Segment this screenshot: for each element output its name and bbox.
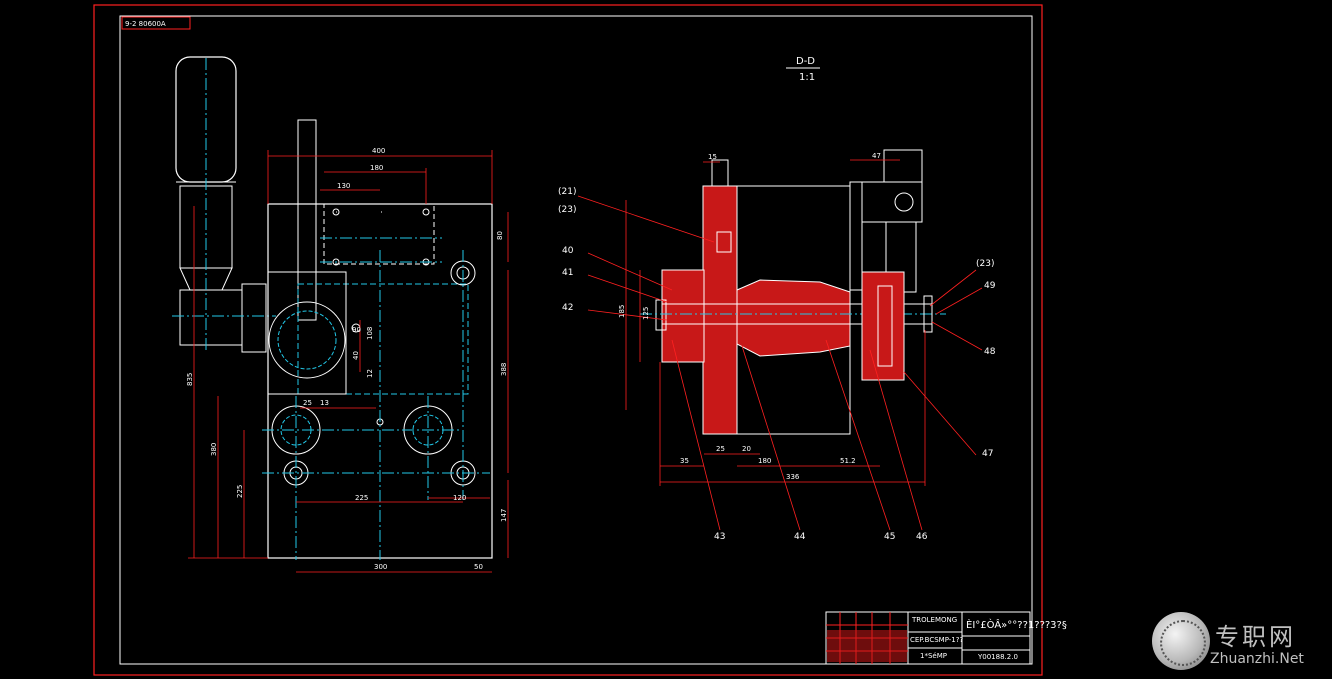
callout-40: 40	[562, 246, 574, 256]
disc-left	[703, 186, 737, 434]
callout-44: 44	[794, 532, 806, 542]
dim-300: 300	[374, 563, 387, 571]
tb-hatch-block	[827, 630, 907, 662]
tb-line2: CEP.BCSMP-1??	[910, 636, 963, 644]
dim-15: 15	[708, 153, 717, 161]
dim-25: 25	[303, 399, 312, 407]
bolt-2	[422, 208, 430, 216]
dim-47: 47	[872, 152, 881, 160]
callout-42: 42	[562, 303, 573, 313]
callout-49: 49	[984, 281, 996, 291]
dim-835: 835	[186, 373, 194, 386]
tb-line1: ÈI°£ÒÂ»°°??1???3?§	[966, 618, 1067, 631]
drum-frame	[736, 185, 851, 435]
dim-13: 13	[320, 399, 329, 407]
dim-50: 50	[474, 563, 483, 571]
handle-hub	[179, 289, 243, 346]
bolt-1	[332, 208, 340, 216]
drum-body	[737, 280, 850, 356]
dim-108: 108	[366, 327, 374, 340]
dim-180r: 180	[758, 457, 771, 465]
disc-left-lug	[716, 231, 732, 253]
dim-51-2: 51.2	[840, 457, 856, 465]
right-view: D-D 1:1	[558, 56, 996, 542]
gear-housing	[267, 271, 347, 395]
left-view: 400 180 130 80 90 13 25 12 108 40 835 38…	[172, 56, 509, 573]
dim-147: 147	[500, 509, 508, 522]
dim-90: 90	[352, 326, 361, 334]
dim-20: 20	[742, 445, 751, 453]
watermark-cn: 专职网	[1215, 623, 1296, 651]
disc-left-core	[711, 159, 729, 187]
pulley-right-outline	[861, 271, 905, 381]
dim-40: 40	[352, 351, 360, 360]
tb-drawing-no: Y00188.2.0	[977, 653, 1018, 661]
dim-12: 12	[366, 369, 374, 378]
title-block: TROLEMONG ÈI°£ÒÂ»°°??1???3?§ CEP.BCSMP-1…	[825, 611, 1067, 665]
watermark-en: Zhuanzhi.Net	[1210, 651, 1304, 667]
dim-180: 180	[370, 164, 383, 172]
dim-225h: 225	[355, 494, 368, 502]
inner-frame	[119, 15, 1033, 665]
callout-41: 41	[562, 268, 573, 278]
scale-label: 1:1	[799, 72, 815, 83]
pulley-right	[862, 272, 904, 380]
dim-225v: 225	[236, 485, 244, 498]
bolt-3	[332, 258, 340, 266]
dim-185: 185	[618, 305, 626, 318]
outer-frame	[93, 4, 1043, 676]
hub-left	[662, 270, 704, 362]
stamp-box	[121, 16, 191, 30]
callout-21: (21)	[558, 187, 576, 197]
dim-400: 400	[372, 147, 385, 155]
tb-sub: 1*SéMP	[920, 652, 947, 660]
slot-box	[297, 283, 469, 395]
dim-336: 336	[786, 473, 800, 481]
callout-46: 46	[916, 532, 928, 542]
dim-125: 125	[642, 307, 650, 320]
vertical-rod	[297, 119, 317, 321]
stamp-code: 9-2 80600A	[125, 20, 166, 28]
dim-380: 380	[210, 443, 218, 456]
tb-company: TROLEMONG	[911, 616, 957, 624]
watermark-logo-icon	[1152, 612, 1210, 670]
end-washer	[923, 295, 933, 333]
bracket-right	[849, 181, 863, 291]
dim-120: 120	[453, 494, 466, 502]
gear-wheel-inner	[277, 310, 337, 370]
dim-130: 130	[337, 182, 350, 190]
dim-35: 35	[680, 457, 689, 465]
left-dim-lines	[188, 150, 509, 573]
callout-23b: (23)	[976, 259, 994, 269]
right-dim-lines	[577, 159, 983, 531]
dim-80: 80	[496, 231, 504, 240]
callout-47: 47	[982, 449, 993, 459]
handle-collar	[241, 283, 267, 353]
dim-25r: 25	[716, 445, 725, 453]
callout-48: 48	[984, 347, 996, 357]
bracket-top	[883, 149, 923, 183]
top-bracket	[323, 203, 435, 265]
callout-45: 45	[884, 532, 895, 542]
dim-388: 388	[500, 363, 508, 376]
callout-43: 43	[714, 532, 725, 542]
pivot-pin	[894, 192, 914, 212]
gear-wheel	[268, 301, 346, 379]
pulley-groove	[877, 285, 893, 367]
callout-23a: (23)	[558, 205, 576, 215]
section-label: D-D	[796, 56, 815, 67]
